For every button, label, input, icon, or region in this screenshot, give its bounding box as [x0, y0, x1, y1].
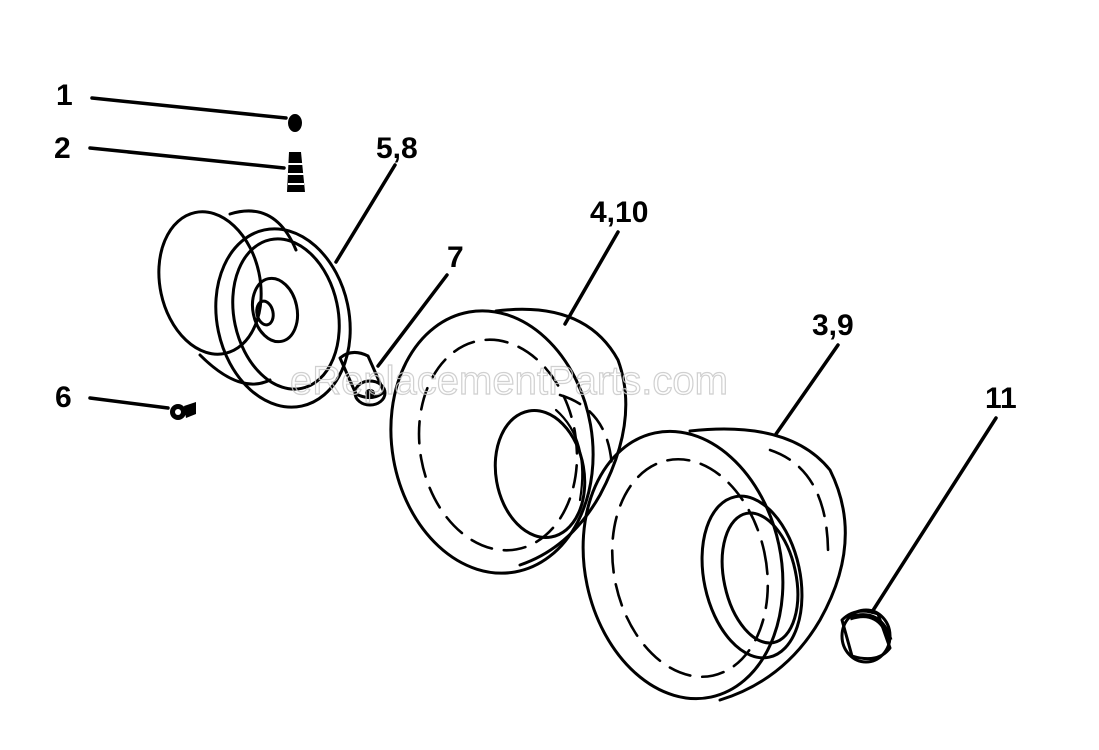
part-7-bushing[interactable] [338, 351, 387, 407]
callout-3-9[interactable]: 3,9 [774, 309, 854, 436]
part-11-spacer[interactable] [840, 608, 893, 664]
rim-hub [250, 276, 300, 344]
rim-axle-hole [255, 299, 275, 327]
callout-11[interactable]: 11 [870, 382, 1017, 614]
rim-bottom-edge [198, 353, 272, 386]
callout-1[interactable]: 1 [56, 79, 288, 120]
leader-line-11 [870, 416, 998, 614]
tire-front-outer [581, 429, 785, 701]
tire-sidewall-dash [417, 338, 579, 552]
part-5-8-wheel-rim[interactable] [146, 202, 366, 420]
callout-7[interactable]: 7 [376, 241, 464, 368]
callout-label-4-10: 4,10 [590, 196, 648, 229]
callout-label-11: 11 [985, 382, 1017, 415]
nut-shape [288, 114, 302, 132]
callout-label-3-9: 3,9 [812, 309, 854, 342]
callout-4-10[interactable]: 4,10 [563, 196, 648, 326]
bushing-flange [353, 379, 387, 407]
rim-back-flange [157, 210, 263, 356]
leader-line-5-8 [334, 163, 397, 264]
tire-tread-back [688, 427, 847, 702]
tire-bead-opening [700, 494, 804, 660]
callout-2[interactable]: 2 [54, 132, 286, 170]
callout-label-6: 6 [55, 381, 72, 414]
tire-bead-opening [493, 409, 587, 539]
leader-line-7 [376, 273, 449, 368]
part-4-10-tire[interactable] [371, 295, 628, 590]
leader-line-4-10 [563, 230, 620, 326]
tire-shoulder-dash [558, 393, 614, 472]
part-1-nut[interactable] [288, 114, 302, 132]
part-2-valve-stem[interactable] [287, 152, 305, 192]
callout-5-8[interactable]: 5,8 [334, 132, 418, 264]
rim-front-inner [231, 237, 341, 391]
part-3-9-tire[interactable] [559, 413, 847, 718]
leader-line-3-9 [774, 343, 840, 436]
leader-line-1 [90, 96, 288, 120]
callout-label-5-8: 5,8 [376, 132, 418, 165]
rim-front-flange [214, 227, 352, 409]
leader-line-2 [88, 146, 286, 170]
tire-bead-inner [720, 511, 800, 645]
leader-line-6 [88, 396, 170, 410]
tire-tread-back [494, 307, 628, 567]
callout-6[interactable]: 6 [55, 381, 170, 414]
callout-label-7: 7 [447, 241, 464, 274]
watermark-text: eReplacementParts.com [290, 359, 728, 403]
tire-inner-wall [554, 408, 584, 502]
part-6-grease-fitting[interactable] [170, 402, 196, 420]
valve-stem-shape [287, 152, 305, 192]
callout-label-1: 1 [56, 79, 73, 112]
fitting-body [184, 402, 196, 418]
tire-shoulder-dash [768, 448, 830, 562]
tire-sidewall-dash [610, 457, 770, 679]
callout-label-2: 2 [54, 132, 71, 165]
tire-front-outer [389, 309, 595, 575]
